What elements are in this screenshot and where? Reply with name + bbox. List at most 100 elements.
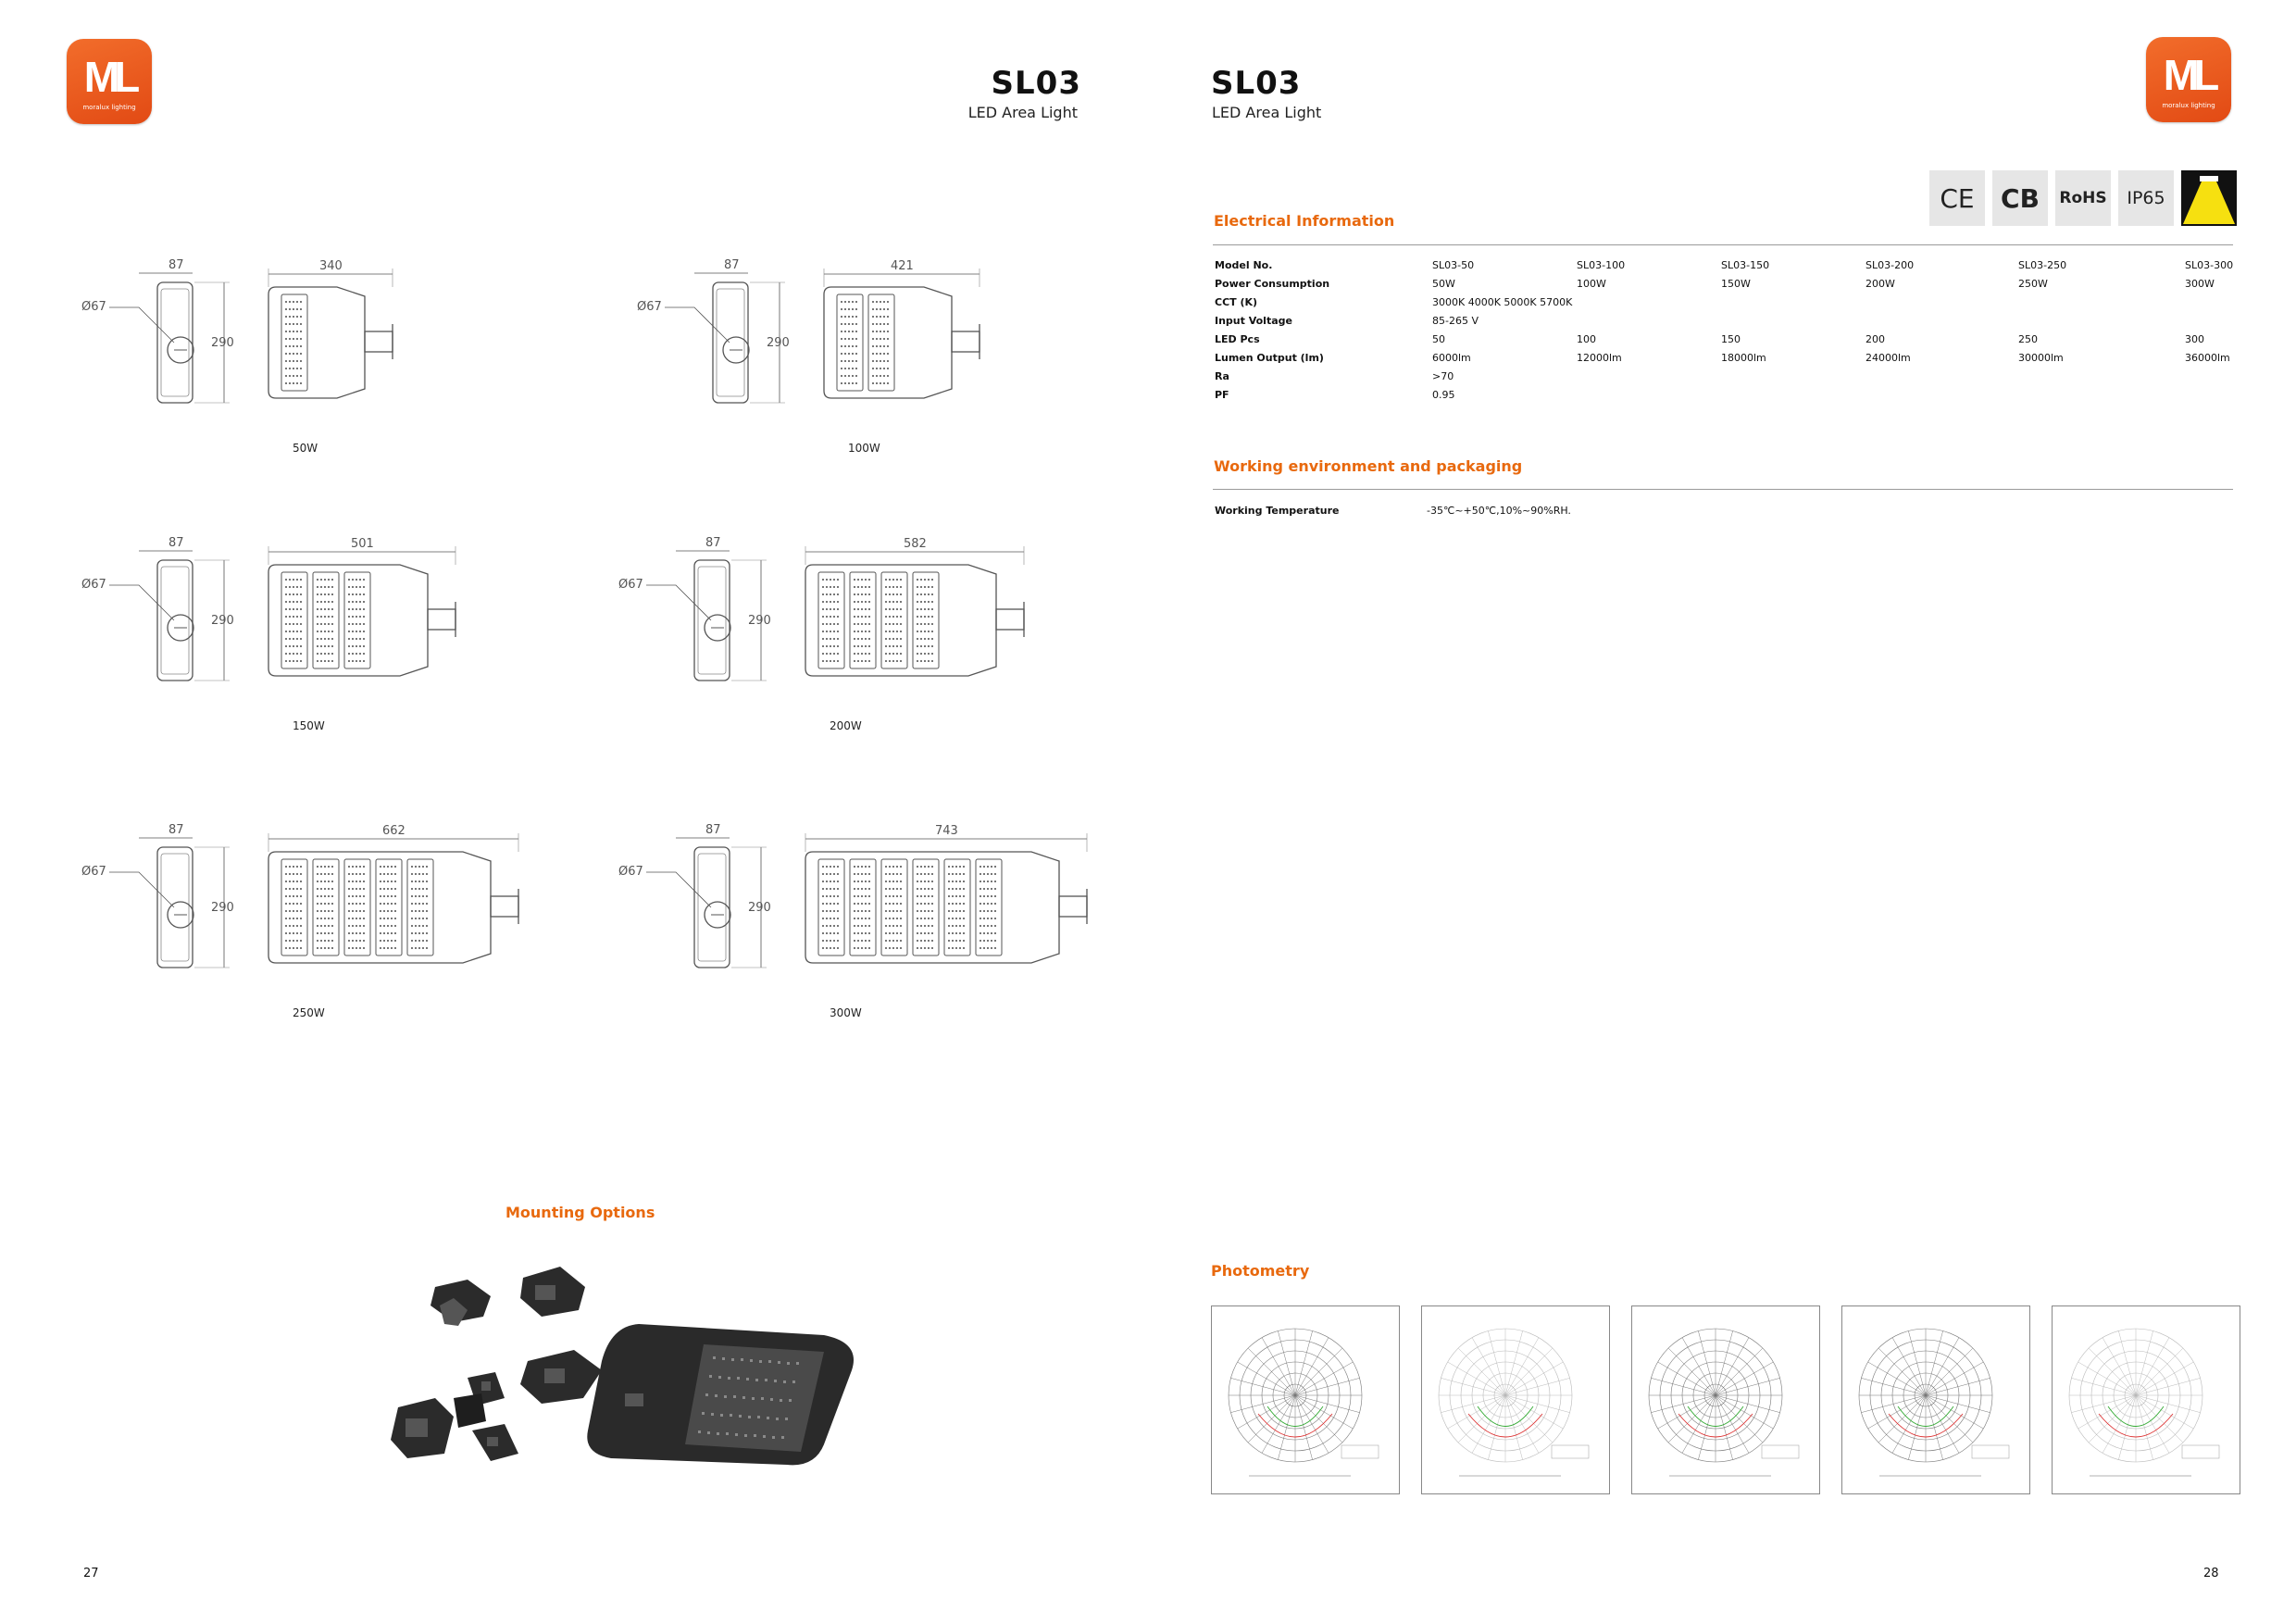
- side-view: [693, 846, 730, 968]
- spec-cell: 300W: [2185, 277, 2215, 290]
- polar-spoke: [1715, 1394, 1764, 1443]
- bracket-circle: [704, 614, 731, 642]
- bracket-circle: [704, 901, 731, 929]
- polar-spoke: [1698, 1394, 1716, 1460]
- spec-label: Lumen Output (lm): [1215, 351, 1324, 364]
- led-module: [867, 294, 895, 392]
- side-view: [693, 559, 730, 681]
- spec-row-model: Model No. SL03-50 SL03-100 SL03-150 SL03…: [1215, 256, 2240, 274]
- polar-spoke: [1504, 1394, 1523, 1460]
- height-label: 290: [211, 614, 234, 628]
- mount-arm: [427, 608, 456, 631]
- polar-spoke: [1237, 1394, 1296, 1430]
- electrical-info-title: Electrical Information: [1214, 212, 1395, 230]
- environment-title: Working environment and packaging: [1214, 457, 1523, 475]
- spec-cell: SL03-300: [2185, 258, 2234, 271]
- logo-tagline: moralux lighting: [82, 104, 136, 111]
- diameter-leader: [109, 871, 175, 908]
- side-inner: [716, 288, 745, 397]
- polar-spoke: [2102, 1394, 2137, 1454]
- polar-spoke: [1247, 1347, 1296, 1396]
- polar-spoke: [2135, 1337, 2170, 1396]
- height-label: 290: [211, 336, 234, 350]
- polar-spoke: [2102, 1337, 2137, 1396]
- mount-arm: [1058, 895, 1088, 918]
- led-module: [343, 858, 371, 956]
- polar-spoke: [1488, 1330, 1506, 1396]
- side-view: [156, 281, 193, 404]
- diameter-label: Ø67: [81, 578, 106, 592]
- spec-cell: 3000K 4000K 5000K 5700K: [1432, 295, 1573, 308]
- polar-spoke: [1925, 1330, 1943, 1396]
- led-module: [375, 858, 403, 956]
- mount-arm: [995, 608, 1025, 631]
- spec-row-power: Power Consumption 50W 100W 150W 200W 250…: [1215, 274, 2240, 293]
- led-module: [880, 571, 908, 669]
- spec-row-ra: Ra >70: [1215, 367, 2240, 385]
- spec-label: CCT (K): [1215, 295, 1258, 308]
- spec-label: Input Voltage: [1215, 314, 1292, 327]
- brand-logo-right: ML moralux lighting: [2146, 37, 2231, 122]
- diameter-label: Ø67: [637, 300, 662, 314]
- curve-c90: [1267, 1405, 1324, 1427]
- height-label: 290: [211, 901, 234, 915]
- polar-spoke: [1294, 1394, 1360, 1413]
- side-inner: [160, 566, 190, 675]
- led-module: [836, 294, 864, 392]
- polar-spoke: [1294, 1394, 1354, 1430]
- front-body: [268, 286, 366, 399]
- led-module: [817, 858, 845, 956]
- polar-spoke: [1878, 1347, 1927, 1396]
- spec-cell: 150W: [1721, 277, 1751, 290]
- spec-cell: 12000lm: [1577, 351, 1622, 364]
- drawing-caption: 200W: [830, 719, 862, 732]
- polar-spoke: [1715, 1337, 1750, 1396]
- drawing-caption: 150W: [293, 719, 325, 732]
- right-page-subtitle: LED Area Light: [1212, 104, 1322, 121]
- right-page-number: 28: [2203, 1567, 2219, 1580]
- curve-c90: [1477, 1405, 1534, 1427]
- polar-spoke: [1504, 1394, 1540, 1454]
- polar-spoke: [1441, 1394, 1506, 1413]
- polar-spoke: [1925, 1394, 1960, 1454]
- polar-spoke: [1294, 1347, 1343, 1396]
- spec-label: LED Pcs: [1215, 332, 1260, 345]
- left-page-title: SL03: [991, 65, 1081, 102]
- drawing-caption: 300W: [830, 1006, 862, 1019]
- spec-cell: 250: [2018, 332, 2038, 345]
- polar-spoke: [1230, 1378, 1296, 1396]
- spec-cell: SL03-150: [1721, 258, 1770, 271]
- polar-spoke: [1457, 1347, 1506, 1396]
- curve-c0: [1467, 1413, 1543, 1438]
- polar-legend: [1971, 1444, 2010, 1459]
- spec-label: Ra: [1215, 369, 1229, 382]
- polar-spoke: [2135, 1394, 2153, 1460]
- polar-spoke: [1925, 1394, 1984, 1430]
- polar-spoke: [1230, 1394, 1296, 1413]
- front-body: [823, 286, 953, 399]
- polar-spoke: [1657, 1361, 1716, 1396]
- environment-table: Working Temperature -35℃~+50℃,10%~90%RH.: [1215, 501, 1704, 519]
- spec-cell: SL03-100: [1577, 258, 1626, 271]
- certification-badges: CE CB RoHS IP65: [1929, 170, 2237, 226]
- polar-spoke: [1247, 1394, 1296, 1443]
- curve-c0: [1257, 1413, 1333, 1438]
- polar-spoke: [1278, 1330, 1296, 1396]
- polar-spoke: [1278, 1394, 1296, 1460]
- polar-legend: [2181, 1444, 2220, 1459]
- height-label: 290: [748, 614, 771, 628]
- front-body: [268, 851, 492, 964]
- depth-label: 87: [705, 536, 721, 550]
- curve-c0: [2098, 1413, 2174, 1438]
- luminaire-body: [587, 1324, 854, 1466]
- spec-cell: 100: [1577, 332, 1596, 345]
- led-module: [943, 858, 971, 956]
- lamp-beam-icon: [2181, 170, 2237, 226]
- led-module: [849, 571, 877, 669]
- polar-spoke: [1861, 1378, 1927, 1396]
- spec-label: PF: [1215, 388, 1229, 401]
- led-module: [312, 858, 340, 956]
- polar-spoke: [1715, 1378, 1780, 1396]
